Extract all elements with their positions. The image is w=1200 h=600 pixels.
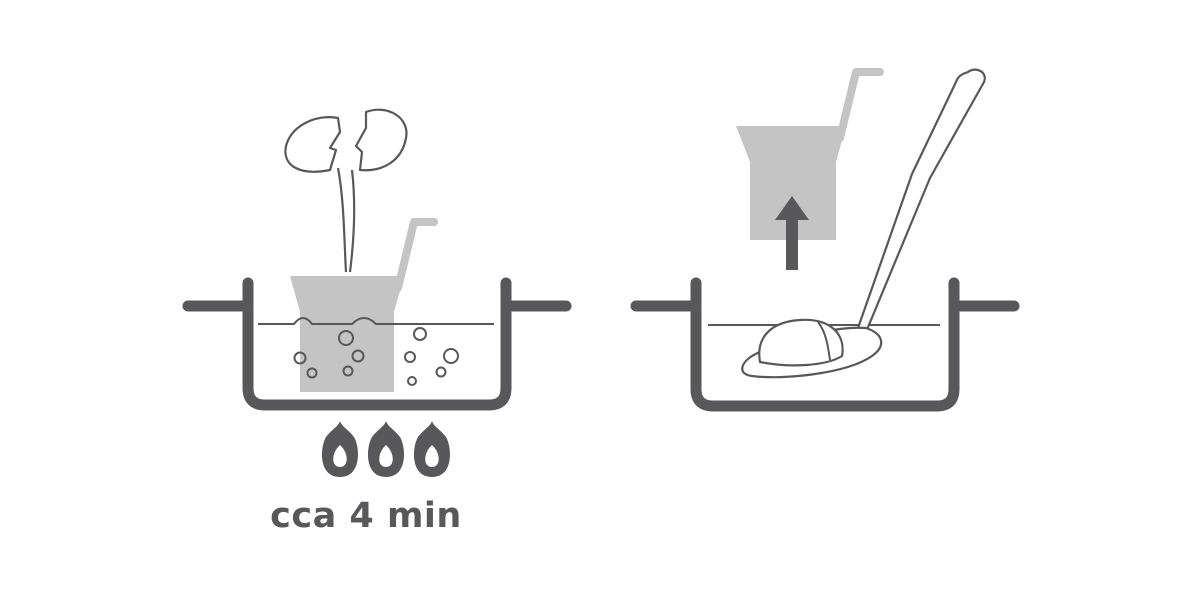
flame [367,421,405,477]
egg-white-stream [336,167,356,273]
cooking-time-caption: cca 4 min [270,496,462,536]
flame [321,421,359,477]
bubble [413,327,427,341]
bubble [443,348,459,364]
poacher-handle [394,218,438,292]
gas-flame-icon [321,421,451,477]
flame [413,421,451,477]
pot-body [690,277,960,412]
cooking-pot-icon [182,277,572,411]
poacher-cup-body [290,276,404,392]
cracked-egg-icon [284,108,408,273]
boiling-water-bubbles-icon [293,327,459,386]
ladle-handle [856,68,986,334]
poached-egg-fold [817,321,831,361]
egg-poacher-cup-icon [290,218,438,392]
egg-shell-right [354,108,408,172]
water-surface-line [258,317,494,325]
poacher-cup-body [736,126,846,240]
bubble [351,349,365,363]
arrow-head [775,196,809,220]
step-2-serving [630,68,1020,412]
step-1-boiling [182,108,572,477]
bubble [404,351,416,363]
arrow-shaft [786,219,798,270]
bubble [407,376,417,386]
egg-poacher-cup-icon [736,68,884,240]
bubble [306,367,318,379]
egg-shell-left [284,116,342,173]
lift-up-arrow-icon [775,196,809,270]
poached-egg-icon [758,318,844,367]
cooking-pot-icon [630,277,1020,412]
poacher-handle [836,68,884,142]
bubble [293,351,307,365]
bubble [338,330,354,346]
bubble [342,365,354,377]
bubble [435,366,447,378]
pot-body [242,277,512,411]
